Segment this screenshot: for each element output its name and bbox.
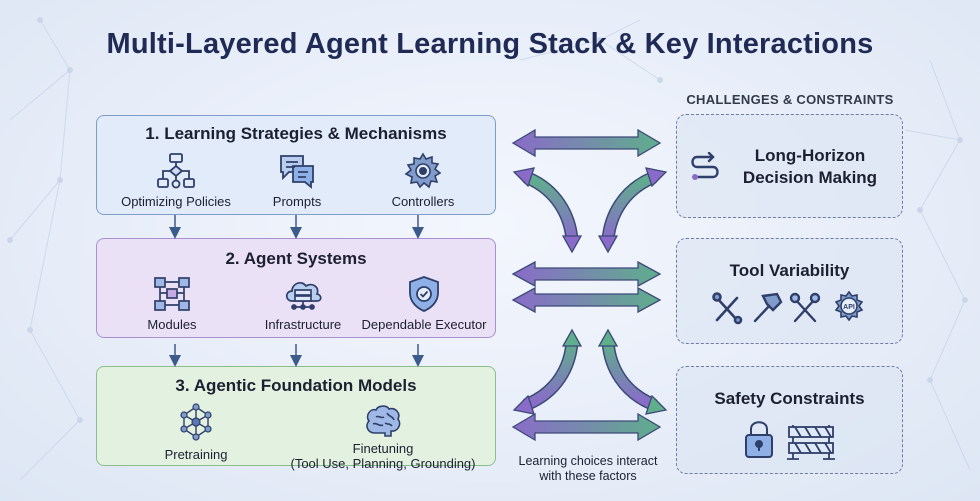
diagram-title: Multi-Layered Agent Learning Stack & Key… [106,28,874,60]
hammer-icon [753,292,783,323]
interaction-arrows [511,128,662,442]
constraint-tool-variability: Tool Variability API [676,238,903,344]
layer-agentic-foundation-models: 3. Agentic Foundation Models Pretraining [96,366,496,471]
item-prompts: Prompts [247,152,347,209]
item-label: Finetuning [352,441,414,456]
constraint-long-horizon: Long-Horizon Decision Making [676,114,903,218]
brain-icon [366,405,401,437]
curved-arrow-heads [512,167,668,415]
padlock-icon [745,421,773,458]
module-blocks-icon [154,277,190,311]
safety-icons-row [745,421,835,460]
layer-title: 3. Agentic Foundation Models [175,376,417,395]
api-gear-icon: API [834,290,864,322]
double-arrow-layer1 [511,128,662,158]
item-pretraining: Pretraining [141,403,251,462]
item-controllers: Controllers [363,152,483,209]
challenges-heading: CHALLENGES & CONSTRAINTS [686,92,894,107]
item-label: Dependable Executor [361,317,487,332]
layer-title: 2. Agent Systems [225,249,367,268]
item-optimizing-policies: Optimizing Policies [111,152,241,209]
constraint-title: Tool Variability [729,261,850,280]
item-label: Controllers [391,194,455,209]
layer-connectors [169,215,424,367]
item-sublabel: (Tool Use, Planning, Grounding) [290,456,476,471]
interaction-note: Learning choices interact with these fac… [518,454,658,483]
item-modules: Modules [117,275,227,332]
item-label: Infrastructure [264,317,342,332]
constraint-title: Long-Horizon Decision Making [742,146,878,187]
winding-path-icon [691,152,719,180]
tool-icons-row: API [712,290,864,325]
cloud-server-icon [285,281,322,310]
item-label: Prompts [272,194,322,209]
double-arrow-layer2-bottom [511,286,662,314]
item-label: Modules [147,317,197,332]
curved-arrows [521,171,659,411]
item-dependable-executor: Dependable Executor [353,275,495,332]
layer-agent-systems: 2. Agent Systems Modules [96,238,496,338]
svg-text:API: API [843,304,855,311]
item-label: Optimizing Policies [121,194,231,209]
item-finetuning: Finetuning (Tool Use, Planning, Groundin… [283,403,483,471]
shield-check-icon [409,276,439,312]
constraint-title: Safety Constraints [714,389,865,408]
layer-title: 1. Learning Strategies & Mechanisms [145,124,447,143]
constraint-safety: Safety Constraints [676,366,903,474]
chat-bubbles-icon [280,155,314,189]
item-infrastructure: Infrastructure [243,275,363,332]
double-arrow-layer3 [511,412,662,442]
item-label: Pretraining [164,447,228,462]
wrench-screwdriver-icon [712,292,743,325]
wrench-icon [789,292,821,323]
flowchart-icon [157,153,195,189]
gear-icon [404,152,442,189]
barrier-icon [787,425,835,460]
layer-learning-strategies: 1. Learning Strategies & Mechanisms Opti… [96,115,496,215]
double-arrow-layer2-top [511,260,662,288]
neural-network-icon [180,403,212,441]
